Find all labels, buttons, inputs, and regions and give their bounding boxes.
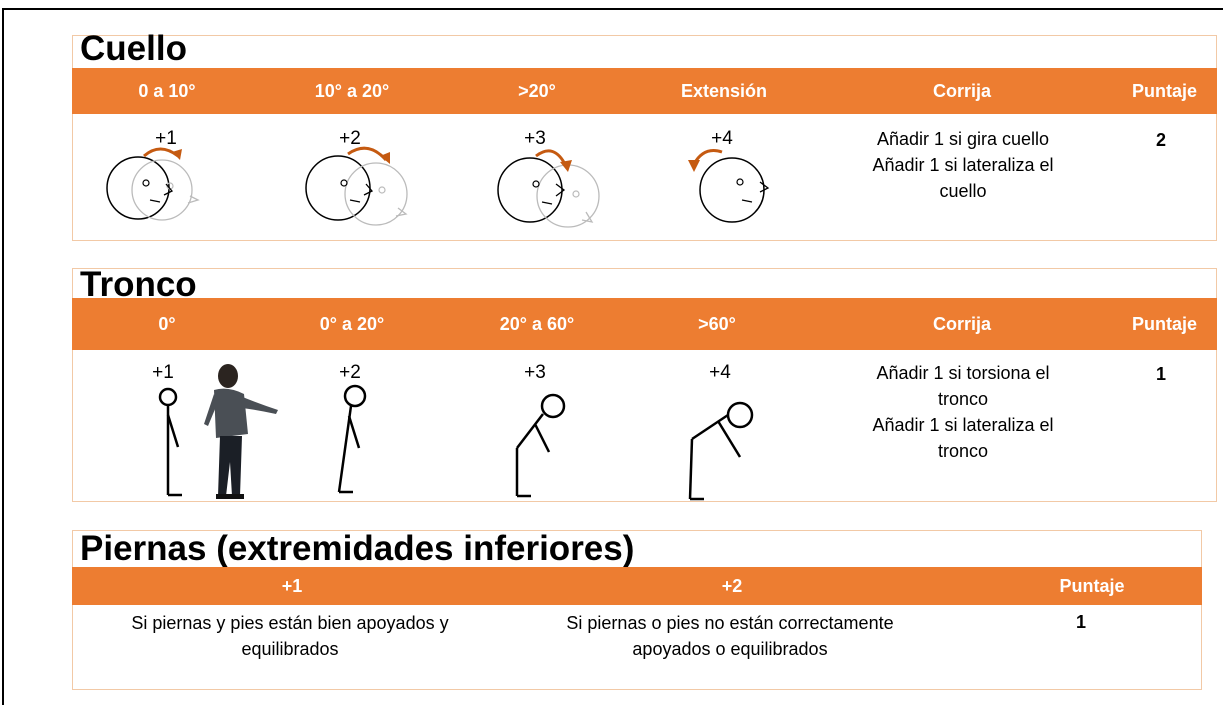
tronco-level-2: +2 (339, 362, 361, 383)
tronco-level-3: +3 (524, 362, 546, 383)
cuello-header-1: 10° a 20° (314, 80, 390, 101)
tronco-header-2: 20° a 60° (499, 313, 575, 334)
cuello-section (72, 35, 1217, 241)
piernas-section (72, 530, 1202, 690)
cuello-score: 2 (1155, 130, 1166, 150)
tronco-correction-line-1: Añadir 1 si torsiona el (876, 363, 1050, 383)
tronco-title: Tronco (80, 265, 197, 304)
tronco-level-4: +4 (709, 362, 731, 383)
stick-figure-deep-bend-icon (688, 401, 754, 501)
head-flexion-icon (305, 146, 408, 226)
tronco-header-0: 0° (158, 313, 176, 334)
piernas-option-1-line-2: equilibrados (241, 639, 339, 659)
piernas-option-2-line-1: Si piernas o pies no están correctamente (566, 613, 894, 633)
tronco-header-row: 0° 0° a 20° 20° a 60° >60° Corrija Punta… (72, 298, 1217, 350)
cuello-header-5: Puntaje (1131, 80, 1197, 101)
piernas-option-1-line-1: Si piernas y pies están bien apoyados y (131, 613, 449, 633)
person-photo (204, 364, 278, 499)
tronco-header-1: 0° a 20° (319, 313, 385, 334)
piernas-header-row: +1 +2 Puntaje (72, 567, 1202, 605)
tronco-section (72, 268, 1217, 502)
head-flexion-icon (106, 147, 200, 221)
piernas-option-2: Si piernas o pies no están correctamente… (525, 610, 935, 662)
head-flexion-icon (497, 149, 600, 228)
stick-figure-upright-icon (158, 387, 182, 497)
tronco-correction-line-4: tronco (937, 441, 989, 461)
cuello-level-1: +1 (155, 128, 177, 149)
tronco-header-5: Puntaje (1131, 313, 1197, 334)
piernas-title: Piernas (extremidades inferiores) (80, 529, 635, 568)
cuello-level-2: +2 (339, 128, 361, 149)
tronco-score: 1 (1155, 364, 1166, 384)
piernas-score: 1 (1075, 612, 1086, 632)
cuello-correction: Añadir 1 si gira cuello Añadir 1 si late… (838, 126, 1088, 204)
cuello-level-4: +4 (711, 128, 733, 149)
tronco-level-1: +1 (152, 362, 174, 383)
cuello-correction-line-2: Añadir 1 si lateraliza el (872, 155, 1054, 175)
cuello-correction-line-1: Añadir 1 si gira cuello (876, 129, 1050, 149)
tronco-header-4: Corrija (932, 313, 992, 334)
tronco-correction-line-3: Añadir 1 si lateraliza el (872, 415, 1054, 435)
cuello-level-3: +3 (524, 128, 546, 149)
slide-frame (2, 8, 1223, 705)
tronco-correction-line-2: tronco (937, 389, 989, 409)
piernas-header-1: +2 (721, 575, 743, 596)
cuello-header-row: 0 a 10° 10° a 20° >20° Extensión Corrija… (72, 68, 1217, 114)
cuello-header-0: 0 a 10° (138, 80, 196, 101)
cuello-title: Cuello (80, 29, 187, 68)
cuello-header-3: Extensión (680, 80, 768, 101)
piernas-header-2: Puntaje (1059, 575, 1125, 596)
stick-figure-slight-bend-icon (337, 384, 367, 494)
cuello-header-4: Corrija (932, 80, 992, 101)
stick-figure-bend-icon (515, 393, 566, 498)
piernas-header-0: +1 (281, 575, 303, 596)
piernas-option-2-line-2: apoyados o equilibrados (632, 639, 828, 659)
head-extension-icon (688, 149, 770, 223)
tronco-header-3: >60° (698, 313, 736, 334)
tronco-correction: Añadir 1 si torsiona el tronco Añadir 1 … (838, 360, 1088, 464)
piernas-option-1: Si piernas y pies están bien apoyados y … (95, 610, 485, 662)
cuello-correction-line-3: cuello (939, 181, 987, 201)
cuello-header-2: >20° (518, 80, 556, 101)
